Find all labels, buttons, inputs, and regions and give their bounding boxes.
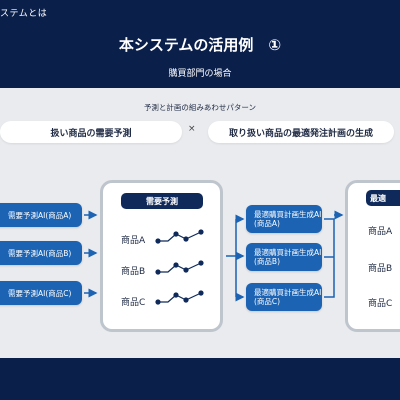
planner-c-line2: (商品C)	[254, 297, 281, 306]
input-ai-product-a: 需要予測AI(商品A)	[0, 203, 82, 227]
page-title: 本システムの活用例 ①	[118, 36, 282, 54]
result-product-c: 商品C	[368, 299, 393, 309]
pill-order-plan: 取り扱い商品の最適発注計画の生成	[208, 121, 394, 143]
planner-a-line2: (商品A)	[254, 219, 280, 228]
arrow-branch-forecast	[226, 219, 237, 297]
page-subtitle: 購買部門の場合	[168, 69, 232, 79]
times-symbol: ×	[188, 124, 196, 134]
planner-a-line1: 最適購買計画生成AI	[254, 209, 322, 219]
result-box-header: 最適	[366, 190, 400, 206]
forecast-box-header: 需要予測	[121, 193, 203, 209]
planner-ai-product-b: 最適購買計画生成AI(商品B)	[246, 243, 322, 271]
forecast-product-a: 商品A	[121, 236, 146, 246]
planner-b-line2: (商品B)	[254, 257, 280, 266]
sparkline-product-c	[155, 290, 204, 305]
planner-c-line1: 最適購買計画生成AI	[254, 287, 322, 297]
planner-ai-product-a: 最適購買計画生成AI(商品A)	[246, 205, 322, 233]
planner-b-line1: 最適購買計画生成AI	[254, 247, 322, 257]
sparkline-product-a	[155, 229, 204, 244]
forecast-product-b: 商品B	[121, 267, 146, 277]
input-ai-product-c: 需要予測AI(商品C)	[0, 281, 82, 305]
planner-ai-product-c: 最適購買計画生成AI(商品C)	[246, 283, 322, 311]
panel-caption: 予測と計画の組みあわせパターン	[143, 103, 257, 112]
forecast-product-c: 商品C	[121, 298, 146, 308]
section-tag: ステムとは	[0, 9, 48, 19]
footer-band	[0, 358, 400, 400]
sparkline-product-b	[155, 260, 204, 275]
pill-demand-forecast: 扱い商品の需要予測	[0, 121, 182, 143]
input-ai-product-b: 需要予測AI(商品B)	[0, 241, 82, 265]
result-product-b: 商品B	[368, 264, 393, 274]
result-product-a: 商品A	[368, 227, 393, 237]
arrow-branch-result	[324, 218, 335, 298]
